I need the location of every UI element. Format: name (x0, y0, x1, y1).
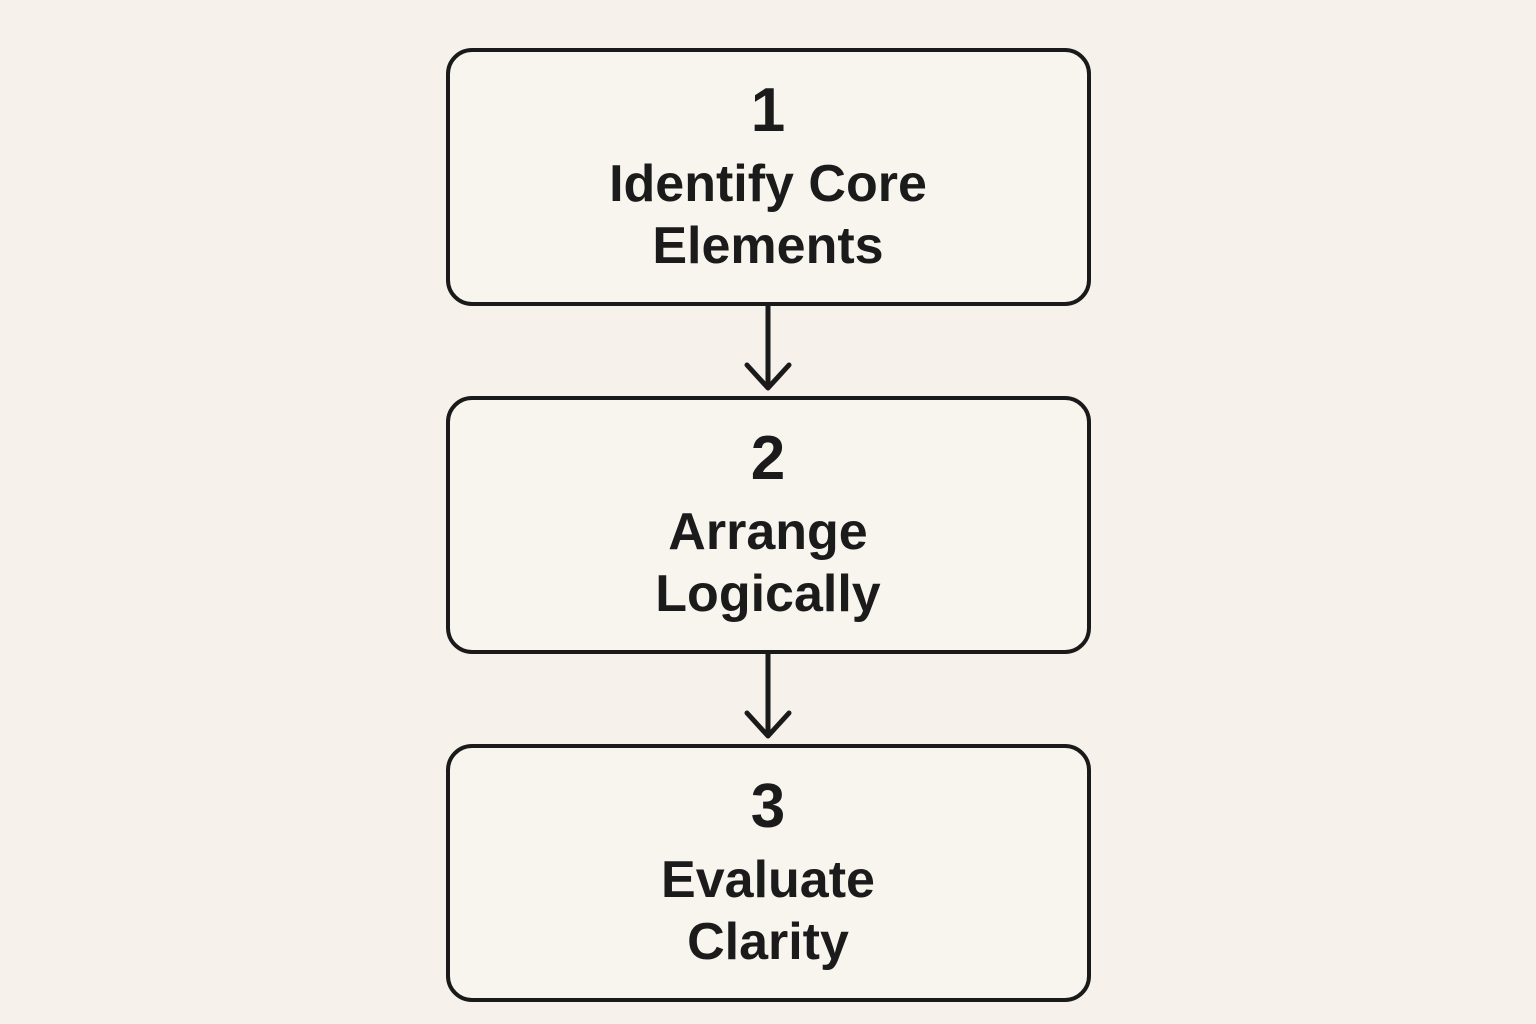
step-number: 2 (750, 423, 786, 493)
step-label: Evaluate Clarity (661, 849, 875, 974)
step-number: 1 (750, 75, 786, 145)
step-label: Identify Core Elements (609, 153, 927, 278)
step-label-line: Logically (655, 565, 881, 624)
step-label-line: Evaluate (661, 850, 875, 909)
step-label: Arrange Logically (655, 501, 880, 626)
step-label-line: Arrange (668, 502, 868, 561)
step-box-3: 3 Evaluate Clarity (445, 744, 1091, 1002)
step-box-2: 2 Arrange Logically (445, 396, 1091, 654)
arrow-down-icon (738, 654, 798, 744)
arrow-down-icon (738, 306, 798, 396)
step-box-1: 1 Identify Core Elements (445, 48, 1091, 306)
step-label-line: Identify Core (609, 154, 927, 213)
step-label-line: Elements (652, 217, 884, 276)
step-label-line: Clarity (687, 913, 849, 972)
step-number: 3 (750, 771, 786, 841)
